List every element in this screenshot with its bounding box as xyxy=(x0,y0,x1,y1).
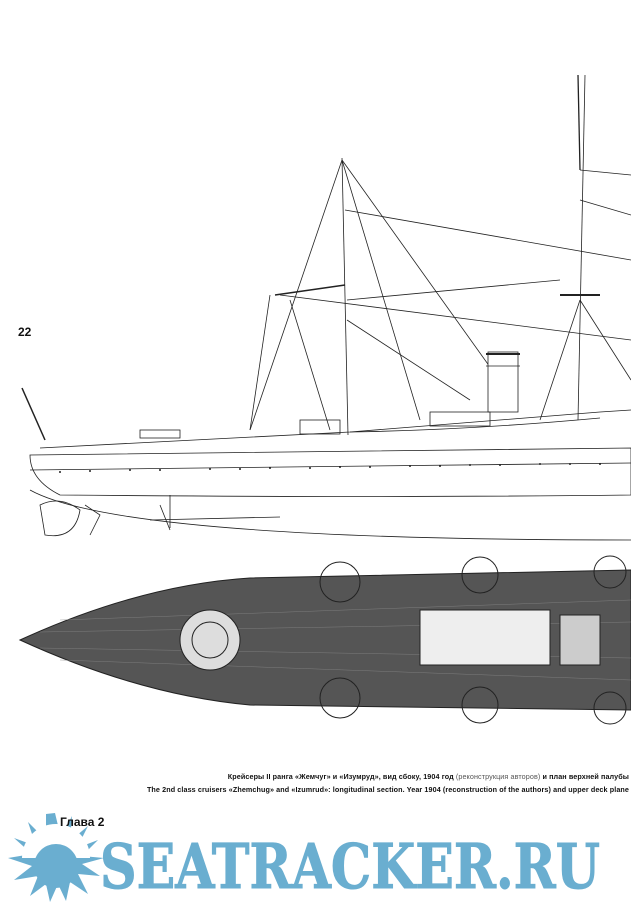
page-number: 22 xyxy=(18,325,32,339)
side-view xyxy=(21,74,631,541)
sun-icon xyxy=(8,813,104,902)
caption-ru-note: (реконструкция авторов) xyxy=(455,772,541,781)
caption-russian: Крейсеры II ранга «Жемчуг» и «Изумруд», … xyxy=(228,772,629,781)
ship-drawing xyxy=(18,74,631,725)
caption-ru-main: Крейсеры II ранга «Жемчуг» и «Изумруд», … xyxy=(227,772,454,781)
watermark-text: SEATRACKER.RU xyxy=(100,830,600,903)
caption-english: The 2nd class cruisers «Zhemchug» and «I… xyxy=(146,785,629,794)
deck-plan xyxy=(18,555,631,725)
watermark-logo: SEATRACKER.RU xyxy=(8,813,601,903)
chapter-label: Глава 2 xyxy=(60,815,105,829)
caption-ru-end: и план верхней палубы xyxy=(542,772,629,781)
